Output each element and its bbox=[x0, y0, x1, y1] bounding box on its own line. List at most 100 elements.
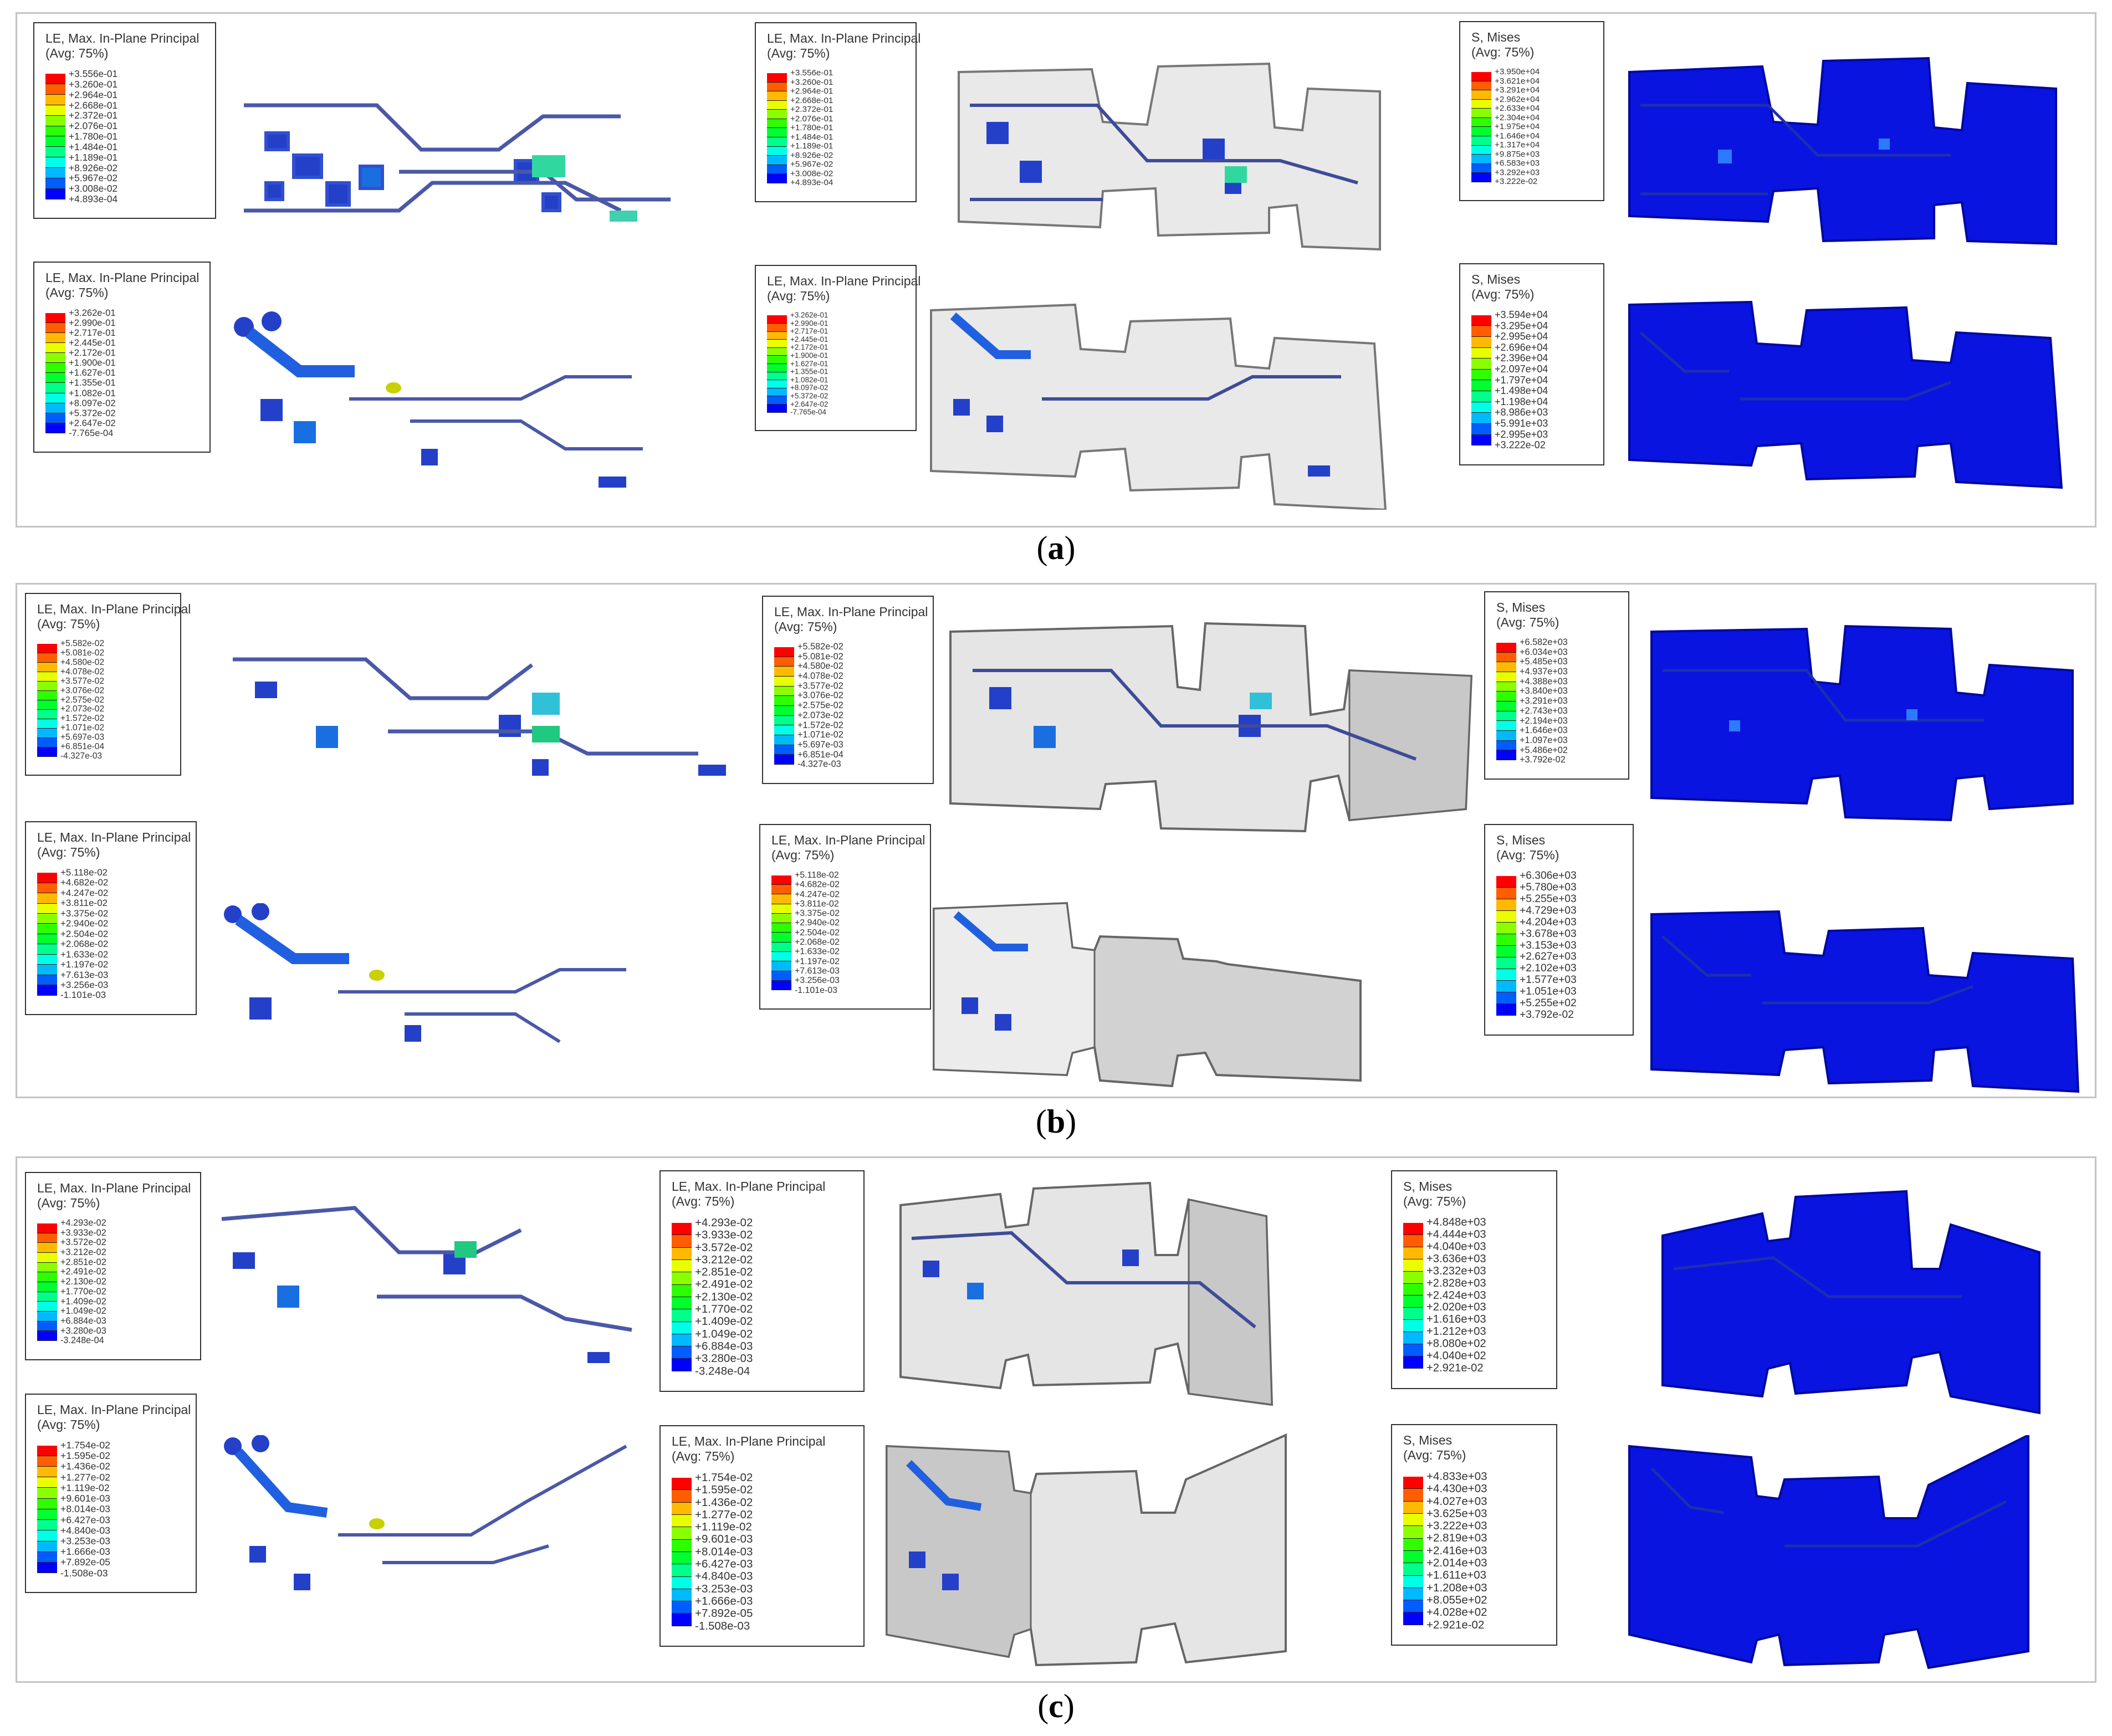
legend-value: +3.572e-02 bbox=[60, 1237, 106, 1248]
legend-value: +1.049e-02 bbox=[60, 1306, 106, 1317]
legend-swatch bbox=[672, 1614, 692, 1626]
legend-value: +3.577e-02 bbox=[797, 680, 843, 691]
legend-value: +2.921e-02 bbox=[1426, 1362, 1484, 1375]
legend-swatch bbox=[37, 1456, 57, 1467]
legend-swatch bbox=[771, 980, 791, 991]
legend-value: +3.292e+03 bbox=[1495, 167, 1540, 177]
legend-value: +4.078e-02 bbox=[797, 671, 843, 682]
legend-value: +1.212e+03 bbox=[1426, 1325, 1486, 1338]
legend-swatch bbox=[1403, 1550, 1423, 1564]
legend-value: +1.616e+03 bbox=[1426, 1313, 1486, 1326]
legend-swatch bbox=[37, 1223, 57, 1233]
legend-swatch bbox=[767, 128, 787, 137]
legend-title: LE, Max. In-Plane Principal(Avg: 75%) bbox=[774, 605, 928, 634]
legend-title: LE, Max. In-Plane Principal(Avg: 75%) bbox=[37, 830, 191, 860]
legend-swatch bbox=[45, 373, 65, 383]
legend-swatch bbox=[45, 188, 65, 199]
legend-swatch bbox=[1403, 1271, 1423, 1284]
legend-value: +2.491e-02 bbox=[60, 1267, 106, 1277]
legend-swatch bbox=[1496, 911, 1516, 923]
legend-swatch bbox=[37, 873, 57, 883]
legend-value: +4.840e-03 bbox=[60, 1524, 110, 1536]
legend-title: S, Mises(Avg: 75%) bbox=[1471, 30, 1534, 60]
legend-swatch bbox=[45, 333, 65, 344]
legend-color-bar bbox=[37, 644, 57, 757]
legend-value: -3.248e-04 bbox=[695, 1364, 750, 1377]
legend-swatch bbox=[45, 178, 65, 189]
legend-value: +1.498e+04 bbox=[1495, 385, 1548, 397]
legend-value: +1.317e+04 bbox=[1495, 140, 1540, 150]
legend-value: +2.424e+03 bbox=[1426, 1289, 1486, 1302]
legend-swatch bbox=[37, 1262, 57, 1273]
legend-value: +2.990e-01 bbox=[790, 319, 829, 327]
legend-swatch bbox=[37, 1488, 57, 1499]
legend-swatch bbox=[1471, 359, 1491, 370]
legend-swatch bbox=[37, 691, 57, 700]
legend-value: +5.081e-02 bbox=[797, 651, 843, 662]
legend-value: +2.491e-02 bbox=[695, 1278, 753, 1291]
legend-b-le-top-model: LE, Max. In-Plane Principal(Avg: 75%) +5.… bbox=[762, 596, 934, 784]
legend-swatch bbox=[672, 1322, 692, 1334]
legend-swatch bbox=[1403, 1612, 1423, 1625]
legend-value: +2.504e-02 bbox=[795, 928, 840, 938]
legend-color-bar bbox=[45, 74, 65, 199]
legend-title-line: S, Mises bbox=[1496, 833, 1546, 847]
legend-avg-line: (Avg: 75%) bbox=[45, 46, 109, 60]
legend-avg-line: (Avg: 75%) bbox=[37, 845, 100, 859]
legend-c-s-top: S, Mises(Avg: 75%)+4.848e+03+4.444e+03+4… bbox=[1391, 1170, 1557, 1389]
legend-value: +1.572e-02 bbox=[60, 714, 105, 724]
legend-swatch bbox=[45, 383, 65, 393]
legend-value: +5.081e-02 bbox=[60, 648, 105, 658]
legend-value: +8.926e-02 bbox=[69, 162, 118, 173]
legend-value: +4.893e-04 bbox=[790, 178, 833, 188]
legend-swatch bbox=[672, 1478, 692, 1491]
legend-title: LE, Max. In-Plane Principal(Avg: 75%) bbox=[767, 31, 921, 61]
legend-value: +5.967e-02 bbox=[790, 160, 833, 170]
legend-swatch bbox=[45, 136, 65, 147]
legend-swatch bbox=[767, 91, 787, 101]
legend-value: +4.293e-02 bbox=[60, 1218, 106, 1228]
legend-value: +1.189e-01 bbox=[69, 151, 118, 163]
legend-color-bar bbox=[37, 1445, 57, 1574]
legend-swatch bbox=[37, 728, 57, 738]
legend-value: +2.647e-02 bbox=[69, 417, 116, 428]
legend-swatch bbox=[767, 110, 787, 119]
caption-c: (c) bbox=[1037, 1688, 1075, 1724]
legend-color-bar bbox=[1403, 1222, 1423, 1369]
legend-value: +2.575e-02 bbox=[60, 695, 105, 705]
legend-title: LE, Max. In-Plane Principal(Avg: 75%) bbox=[672, 1434, 825, 1464]
legend-value: +1.049e-02 bbox=[695, 1327, 753, 1340]
legend-swatch bbox=[37, 883, 57, 894]
legend-value: +2.627e+03 bbox=[1520, 951, 1577, 963]
legend-swatch bbox=[45, 343, 65, 354]
legend-value: +1.646e+03 bbox=[1520, 725, 1568, 736]
legend-value: +5.582e-02 bbox=[797, 642, 843, 652]
legend-title: LE, Max. In-Plane Principal(Avg: 75%) bbox=[45, 270, 199, 300]
legend-value: +1.900e-01 bbox=[790, 351, 829, 360]
legend-swatch bbox=[37, 1302, 57, 1312]
legend-value: -1.101e-03 bbox=[795, 985, 837, 995]
legend-swatch bbox=[37, 985, 57, 996]
legend-swatch bbox=[767, 380, 787, 388]
fig-a-stress-top bbox=[1628, 57, 2057, 245]
legend-swatch bbox=[45, 126, 65, 137]
legend-value: +8.055e+02 bbox=[1426, 1593, 1487, 1606]
legend-swatch bbox=[1471, 326, 1491, 337]
legend-value: +4.833e+03 bbox=[1426, 1470, 1487, 1483]
legend-swatch bbox=[37, 1282, 57, 1292]
legend-swatch bbox=[45, 157, 65, 168]
legend-value: +3.153e+03 bbox=[1520, 939, 1577, 951]
fig-a-stress-bot bbox=[1628, 300, 2063, 489]
legend-title: LE, Max. In-Plane Principal(Avg: 75%) bbox=[37, 1402, 191, 1432]
legend-swatch bbox=[37, 672, 57, 682]
legend-value: +3.222e-02 bbox=[1495, 177, 1538, 187]
legend-swatch bbox=[1496, 945, 1516, 957]
legend-value: +8.097e-02 bbox=[790, 383, 829, 392]
legend-value: +3.260e-01 bbox=[69, 78, 118, 90]
legend-swatch bbox=[37, 1233, 57, 1243]
legend-swatch bbox=[1471, 109, 1491, 118]
legend-swatch bbox=[1471, 136, 1491, 146]
legend-color-bar bbox=[45, 313, 65, 433]
legend-swatch bbox=[37, 700, 57, 710]
legend-swatch bbox=[1471, 72, 1491, 81]
